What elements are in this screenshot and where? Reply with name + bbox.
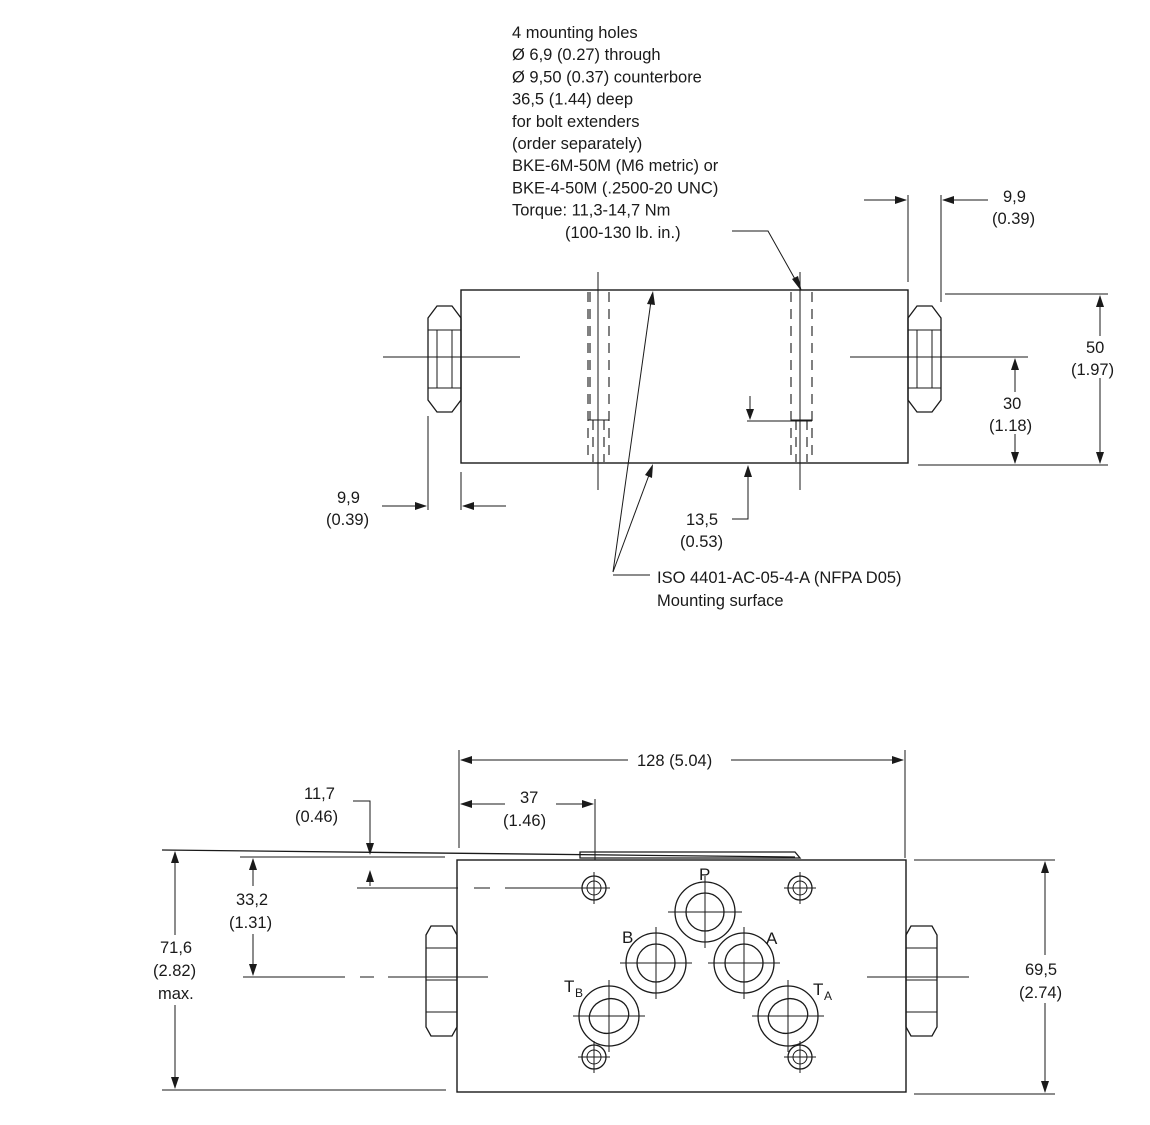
bolt-hole-bottom-right (784, 1041, 816, 1073)
dim-128: 128 (5.04) (637, 752, 712, 770)
port-p (668, 876, 742, 948)
port-tb (573, 980, 645, 1052)
port-ta (752, 980, 824, 1052)
top-plate-line (161, 849, 796, 858)
arrowhead (942, 196, 954, 204)
dim-71-6-in: (2.82) (153, 962, 196, 980)
arrowhead (582, 800, 594, 808)
dim-71-6-mm: 71,6 (160, 939, 192, 957)
valve-body-front (456, 859, 907, 1093)
mounting-surface-spec: ISO 4401-AC-05-4-A (NFPA D05) (657, 569, 902, 587)
front-right-hex-nut (905, 925, 938, 1037)
arrowhead (895, 196, 907, 204)
arrowhead (1096, 452, 1104, 464)
top-plate (579, 851, 802, 859)
bolt-hole-top-right (784, 872, 816, 904)
hidden-mounting-holes (587, 272, 813, 490)
front-view: 128 (5.04) 37 (1.46) 71,6 (2.82) max. 11… (150, 750, 1072, 1095)
dim-30-mm: 30 (1003, 395, 1021, 413)
front-left-hex-nut (425, 925, 458, 1037)
left-hex-nut (427, 305, 462, 413)
dim-13-5-in: (0.53) (680, 533, 723, 551)
arrowhead (460, 800, 472, 808)
bolt-hole-bottom-left (578, 1041, 610, 1073)
dim-9-9-left-mm: 9,9 (337, 489, 360, 507)
port-label-ta-sub: A (824, 989, 832, 1003)
top-view: 4 mounting holes Ø 6,9 (0.27) through Ø … (326, 24, 1122, 610)
mounting-surface-label: Mounting surface (657, 592, 784, 610)
arrowhead (366, 870, 374, 882)
dim-33-2-in: (1.31) (229, 914, 272, 932)
arrowhead (892, 756, 904, 764)
port-label-ta: T (813, 980, 823, 999)
arrowhead (249, 964, 257, 976)
surface-leader-1 (612, 293, 653, 573)
dim-30-in: (1.18) (989, 417, 1032, 435)
arrowhead (645, 464, 653, 478)
port-b (620, 927, 692, 999)
surface-leader-2 (612, 466, 653, 573)
port-label-b: B (622, 928, 633, 947)
arrowhead (249, 858, 257, 870)
dim-13-5-leader (732, 475, 749, 520)
dim-9-9-right-in: (0.39) (992, 210, 1035, 228)
label-bg (1082, 336, 1122, 378)
dim-37-in: (1.46) (503, 812, 546, 830)
arrowhead (462, 502, 474, 510)
arrowhead (1041, 861, 1049, 873)
arrowhead (415, 502, 427, 510)
right-hex-nut (907, 305, 942, 413)
label-bg (150, 935, 202, 1005)
arrowhead (460, 756, 472, 764)
dim-69-5-mm: 69,5 (1025, 961, 1057, 979)
dim-11-7-leader (353, 800, 371, 852)
valve-body-side (460, 289, 909, 464)
arrowhead (1096, 295, 1104, 307)
label-bg (1018, 955, 1072, 1003)
dim-71-6-max: max. (158, 985, 194, 1003)
arrowhead (647, 291, 655, 305)
dim-50-in: (1.97) (1071, 361, 1114, 379)
port-label-tb-sub: B (575, 986, 583, 1000)
label-bg (992, 392, 1040, 434)
label-bg (228, 886, 280, 934)
arrowhead (171, 1077, 179, 1089)
dim-33-2-mm: 33,2 (236, 891, 268, 909)
dim-9-9-left-in: (0.39) (326, 511, 369, 529)
arrowhead (1011, 358, 1019, 370)
dim-37-mm: 37 (520, 789, 538, 807)
port-a (708, 927, 780, 999)
arrowhead (171, 851, 179, 863)
dim-69-5-in: (2.74) (1019, 984, 1062, 1002)
arrowhead (744, 465, 752, 477)
bolt-hole-top-left (578, 872, 610, 904)
dim-11-7-mm: 11,7 (304, 785, 335, 803)
counterbore-depth-arrowhead (746, 409, 754, 420)
dim-9-9-right-mm: 9,9 (1003, 188, 1026, 206)
dim-11-7-in: (0.46) (295, 808, 338, 826)
arrowhead (366, 843, 374, 855)
dim-50-mm: 50 (1086, 339, 1104, 357)
arrowhead (1011, 452, 1019, 464)
arrowhead (1041, 1081, 1049, 1093)
port-label-tb: T (564, 977, 574, 996)
mounting-hole-note: 4 mounting holes Ø 6,9 (0.27) through Ø … (512, 24, 723, 242)
dim-13-5-mm: 13,5 (686, 511, 718, 529)
note-leader-line (732, 230, 801, 289)
port-label-a: A (766, 929, 778, 948)
port-label-p: P (699, 865, 710, 884)
